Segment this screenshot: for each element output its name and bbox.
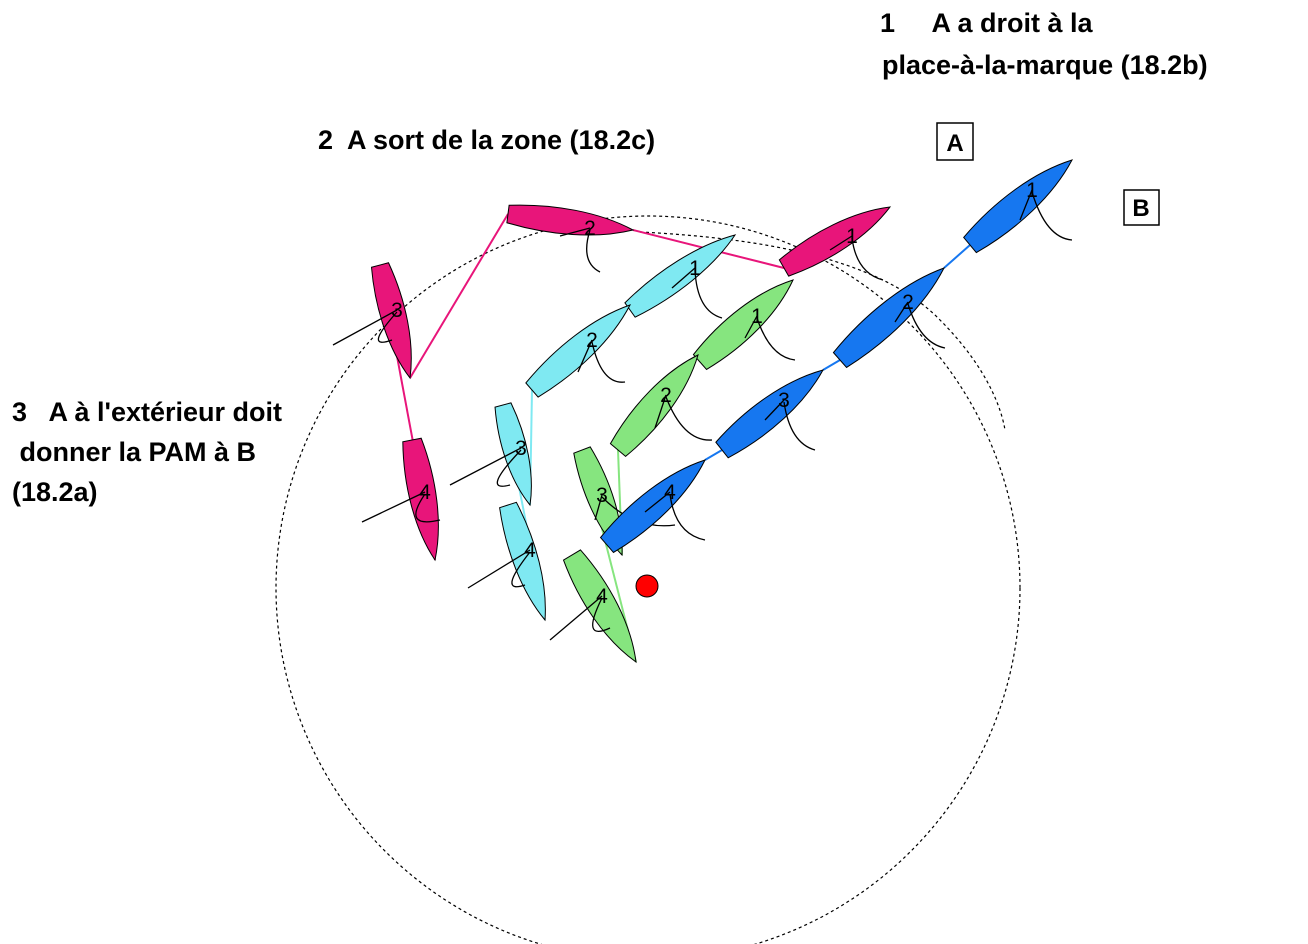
boat-number: 3 [596, 484, 608, 507]
boat-pink-1: 1 [778, 206, 892, 281]
boat-hull [609, 354, 699, 458]
label-a: A [936, 122, 974, 161]
track-segment-pink [409, 213, 509, 379]
boat-hull [832, 267, 946, 369]
boat-sail [756, 317, 796, 361]
boat-number: 2 [660, 384, 672, 407]
caption-1-line-1: 1 A a droit à la [880, 8, 1093, 38]
boat-number: 2 [586, 329, 598, 352]
boat-boom [449, 447, 522, 486]
boat-hull [370, 262, 412, 380]
boat-number: 4 [419, 481, 431, 504]
fleet-green: 1 2 3 4 [549, 279, 796, 664]
boat-number: 2 [902, 291, 914, 314]
boat-number: 1 [751, 305, 763, 328]
boat-boom [744, 315, 758, 339]
boat-boom [1019, 189, 1033, 221]
boats-layer: 1 2 3 4 1 2 3 4 1 2 3 4 1 2 3 4 [332, 159, 1074, 664]
boat-sail [415, 493, 441, 523]
boat-sail [377, 311, 398, 343]
boat-cyan-2: 2 [525, 304, 632, 398]
boat-number: 4 [596, 585, 608, 608]
boat-number: 1 [1026, 179, 1038, 202]
boat-pink-4: 4 [361, 437, 441, 562]
boat-number: 3 [515, 437, 527, 460]
boat-blue-4: 4 [599, 459, 706, 554]
label-a-text: A [946, 130, 963, 157]
boat-hull [525, 304, 632, 398]
boat-number: 1 [689, 257, 701, 280]
boat-number: 4 [664, 481, 676, 504]
boat-hull [562, 549, 637, 664]
fleet-cyan: 1 2 3 4 [449, 234, 737, 622]
boat-sail [511, 551, 531, 588]
caption-2: 2 A sort de la zone (18.2c) [318, 125, 656, 155]
boat-hull [402, 437, 439, 562]
boat-boom [559, 227, 591, 237]
boat-pink-2: 2 [506, 204, 635, 273]
caption-3-line-3: (18.2a) [12, 477, 98, 507]
boat-boom [644, 491, 671, 513]
boat-blue-1: 1 [963, 159, 1074, 254]
boat-number: 3 [778, 389, 790, 412]
boat-sail [669, 493, 706, 541]
fleet-pink: 1 2 3 4 [332, 204, 892, 562]
boat-boom [654, 394, 667, 429]
caption-1-line-2: place-à-la-marque (18.2b) [882, 50, 1208, 80]
boat-boom [467, 549, 531, 589]
boat-sail [1031, 191, 1073, 241]
boat-boom [577, 339, 593, 373]
boat-hull [506, 204, 635, 236]
boat-hull [692, 279, 794, 371]
boat-boom [594, 494, 603, 521]
boat-number: 1 [846, 225, 858, 248]
boat-green-2: 2 [609, 354, 713, 458]
boat-green-1: 1 [692, 279, 796, 371]
track-segment-blue [822, 359, 841, 371]
boat-boom [764, 399, 785, 421]
boat-boom [671, 267, 696, 289]
boat-sail [907, 303, 946, 349]
boat-blue-3: 3 [715, 369, 825, 459]
boat-hull [494, 402, 532, 507]
caption-3-line-1: 3 A à l'extérieur doit [12, 397, 282, 427]
boat-sail [591, 341, 626, 383]
boat-sail [665, 396, 713, 441]
boat-number: 4 [524, 539, 536, 562]
boat-hull [715, 369, 825, 459]
boat-pink-3: 3 [332, 262, 412, 380]
boat-sail [851, 237, 884, 281]
boat-boom [549, 595, 603, 641]
boat-sail [496, 449, 522, 487]
boat-sail [694, 269, 723, 319]
boat-cyan-1: 1 [624, 234, 737, 319]
boat-hull [778, 206, 892, 277]
boat-cyan-4: 4 [467, 501, 546, 622]
track-segment-blue [943, 244, 971, 269]
boat-hull [624, 234, 737, 318]
boat-sail [783, 401, 816, 451]
boat-number: 2 [584, 217, 596, 240]
track-segment-blue [704, 449, 723, 461]
boat-sail [586, 229, 601, 273]
fleet-blue: 1 2 3 4 [599, 159, 1074, 554]
boat-boom [829, 235, 853, 251]
boat-boom [894, 301, 909, 323]
boat-cyan-3: 3 [449, 402, 532, 507]
boat-number: 3 [391, 299, 403, 322]
boat-sail [592, 597, 611, 633]
boat-boom [361, 491, 426, 523]
mark-buoy [635, 574, 659, 598]
boat-hull [963, 159, 1074, 254]
label-b: B [1123, 189, 1160, 226]
caption-3-line-2: donner la PAM à B [12, 437, 257, 467]
label-b-text: B [1132, 195, 1149, 222]
boat-boom [332, 309, 398, 346]
zone-circle [275, 215, 1021, 944]
boat-blue-2: 2 [832, 267, 946, 369]
boat-green-4: 4 [549, 549, 637, 664]
